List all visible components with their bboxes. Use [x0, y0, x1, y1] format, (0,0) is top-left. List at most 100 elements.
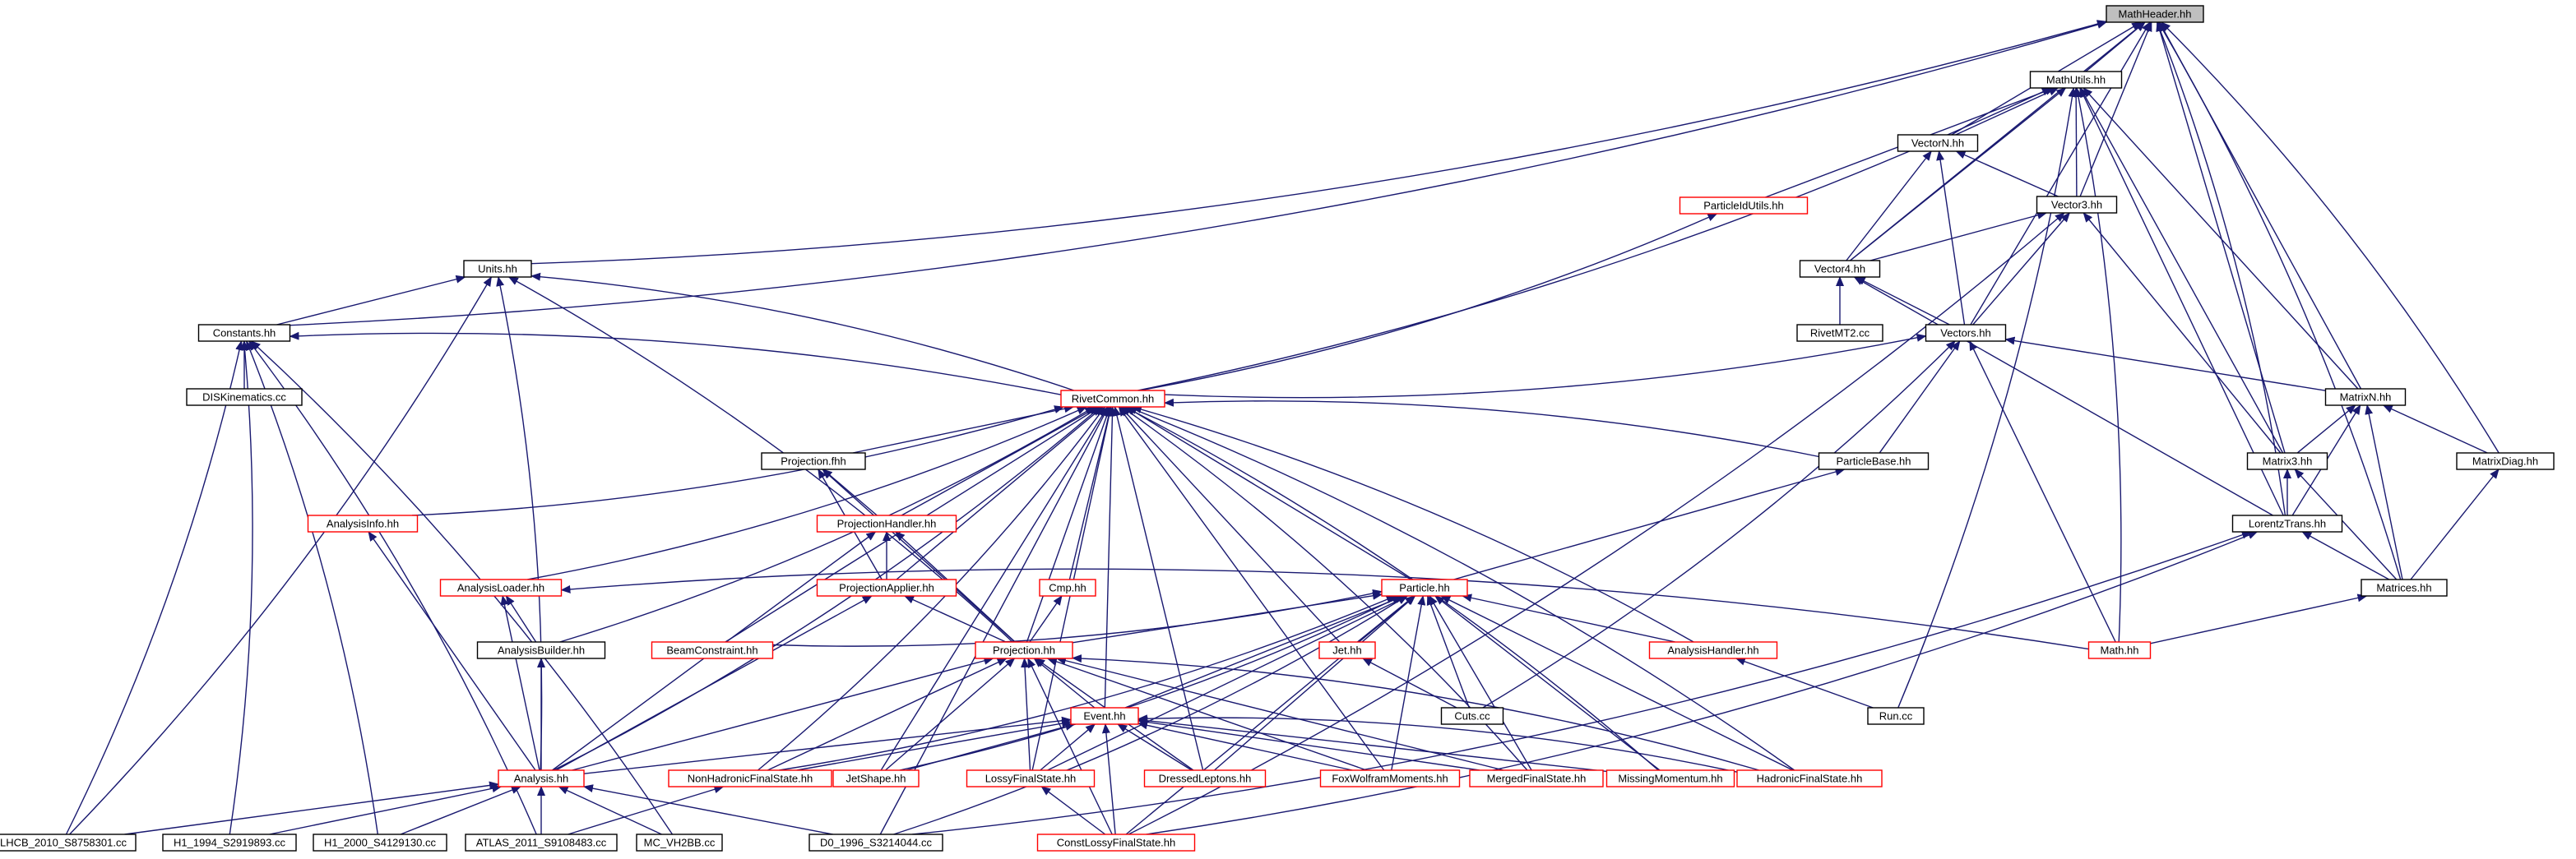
edge-HadronicFinalState-to-Event: [1137, 714, 1738, 773]
node-H1_2000[interactable]: H1_2000_S4129130.cc: [313, 834, 447, 852]
node-MatrixDiag[interactable]: MatrixDiag.hh: [2456, 452, 2555, 470]
edge-Projectionfhh-to-RivetCommon: [852, 404, 1075, 454]
node-H1_1994[interactable]: H1_1994_S2919893.cc: [162, 834, 297, 852]
node-D0[interactable]: D0_1996_S3214044.cc: [808, 834, 943, 852]
node-ParticleBase[interactable]: ParticleBase.hh: [1818, 452, 1930, 470]
node-LHCB[interactable]: LHCB_2010_S8758301.cc: [0, 834, 137, 852]
node-box: [1060, 390, 1165, 408]
node-Projection[interactable]: Projection.hh: [975, 641, 1073, 659]
node-MatrixN[interactable]: MatrixN.hh: [2324, 388, 2407, 406]
node-ProjectionApplier[interactable]: ProjectionApplier.hh: [816, 579, 957, 597]
node-ConstLossy[interactable]: ConstLossyFinalState.hh: [1036, 834, 1196, 852]
node-MathUtils[interactable]: MathUtils.hh: [2029, 71, 2123, 89]
node-box: [2324, 388, 2407, 406]
edge-Math-to-AnalysisLoader: [560, 568, 2089, 650]
edge-Projection-to-Cmp: [1029, 595, 1063, 643]
edge-H1_1994-to-Constants: [229, 340, 253, 835]
node-box: [307, 515, 419, 533]
node-box: [1318, 641, 1376, 659]
node-label: Cuts.cc: [1454, 710, 1490, 723]
node-box: [1736, 769, 1883, 787]
node-Vector3[interactable]: Vector3.hh: [2036, 196, 2118, 214]
node-NonHadronicFinalState[interactable]: NonHadronicFinalState.hh: [668, 769, 832, 787]
node-LorentzTrans[interactable]: LorentzTrans.hh: [2231, 515, 2343, 533]
node-box: [1469, 769, 1604, 787]
node-label: Cmp.hh: [1049, 582, 1086, 594]
node-label: AnalysisLoader.hh: [457, 582, 544, 594]
edge-Analysis-to-AnalysisInfo: [368, 531, 536, 771]
node-Cmp[interactable]: Cmp.hh: [1039, 579, 1096, 597]
node-label: LHCB_2010_S8758301.cc: [0, 837, 127, 849]
node-AnalysisBuilder[interactable]: AnalysisBuilder.hh: [476, 641, 606, 659]
node-Analysis[interactable]: Analysis.hh: [498, 769, 585, 787]
node-label: RivetCommon.hh: [1072, 393, 1154, 405]
node-BeamConstraint[interactable]: BeamConstraint.hh: [651, 641, 774, 659]
edge-Matrix3-to-Vector3: [2083, 212, 2282, 454]
node-MathHeader[interactable]: MathHeader.hh: [2106, 5, 2204, 23]
node-label: Run.cc: [1879, 710, 1913, 723]
node-Math[interactable]: Math.hh: [2087, 641, 2152, 659]
node-box: [1679, 196, 1809, 215]
node-VectorN[interactable]: VectorN.hh: [1897, 134, 1979, 152]
edge-MatrixN-to-Vectors: [2004, 336, 2326, 391]
node-DISKinematics[interactable]: DISKinematics.cc: [186, 388, 303, 406]
node-Jet[interactable]: Jet.hh: [1318, 641, 1376, 659]
node-FoxWolframMoments[interactable]: FoxWolframMoments.hh: [1319, 769, 1461, 787]
node-MergedFinalState[interactable]: MergedFinalState.hh: [1469, 769, 1604, 787]
node-label: MathUtils.hh: [2046, 74, 2106, 86]
node-MC_VH2BB[interactable]: MC_VH2BB.cc: [636, 834, 723, 852]
node-DressedLeptons[interactable]: DressedLeptons.hh: [1143, 769, 1267, 787]
edge-AnalysisBuilder-to-AnalysisLoader: [505, 595, 537, 643]
edge-Matrix3-to-MatrixN: [2296, 404, 2356, 454]
node-Particle[interactable]: Particle.hh: [1381, 579, 1468, 597]
edge-D0-to-LorentzTrans: [912, 530, 2252, 835]
node-MissingMomentum[interactable]: MissingMomentum.hh: [1605, 769, 1735, 787]
node-Units[interactable]: Units.hh: [463, 260, 532, 278]
node-RivetCommon[interactable]: RivetCommon.hh: [1060, 390, 1165, 408]
edge-ConstLossy-to-Projection: [1027, 658, 1113, 835]
node-AnalysisLoader[interactable]: AnalysisLoader.hh: [439, 579, 563, 597]
node-AnalysisInfo[interactable]: AnalysisInfo.hh: [307, 515, 419, 533]
node-ParticleIdUtils[interactable]: ParticleIdUtils.hh: [1679, 196, 1809, 215]
node-ATLAS[interactable]: ATLAS_2011_S9108483.cc: [465, 834, 618, 852]
edge-Math-to-Vectors: [1969, 340, 2116, 643]
node-label: ParticleIdUtils.hh: [1703, 200, 1784, 212]
edge-ConstLossy-to-LossyFinalState: [1040, 786, 1106, 835]
node-Vectors[interactable]: Vectors.hh: [1925, 324, 2007, 342]
node-AnalysisHandler[interactable]: AnalysisHandler.hh: [1648, 641, 1778, 659]
node-label: Vectors.hh: [1940, 327, 1990, 339]
node-box: [975, 641, 1073, 659]
edge-Cuts-to-Vectors: [1482, 340, 1956, 709]
node-label: MissingMomentum.hh: [1618, 773, 1722, 785]
edge-LHCB-to-Analysis: [124, 781, 499, 835]
node-Event[interactable]: Event.hh: [1070, 707, 1139, 725]
node-box: [1796, 324, 1883, 342]
edge-ConstLossy-to-Particle: [1125, 595, 1415, 835]
node-Matrix3[interactable]: Matrix3.hh: [2246, 452, 2328, 470]
node-Matrices[interactable]: Matrices.hh: [2361, 579, 2448, 597]
node-label: H1_1994_S2919893.cc: [174, 837, 285, 849]
node-Projectionfhh[interactable]: Projection.fhh: [761, 452, 866, 470]
edge-H1_2000-to-Analysis: [400, 786, 521, 835]
edge-FoxWolframMoments-to-RivetCommon: [1118, 406, 1385, 771]
node-label: MatrixN.hh: [2340, 391, 2392, 404]
node-label: JetShape.hh: [846, 773, 906, 785]
node-Cuts[interactable]: Cuts.cc: [1440, 707, 1504, 725]
node-Vector4[interactable]: Vector4.hh: [1799, 260, 1881, 278]
edge-MergedFinalState-to-Particle: [1429, 595, 1532, 771]
node-LossyFinalState[interactable]: LossyFinalState.hh: [966, 769, 1096, 787]
node-HadronicFinalState[interactable]: HadronicFinalState.hh: [1736, 769, 1883, 787]
node-JetShape[interactable]: JetShape.hh: [832, 769, 920, 787]
edge-DressedLeptons-to-RivetCommon: [1113, 406, 1204, 771]
edge-Cmp-to-RivetCommon: [1068, 406, 1113, 580]
node-label: DressedLeptons.hh: [1159, 773, 1252, 785]
node-RivetMT2[interactable]: RivetMT2.cc: [1796, 324, 1883, 342]
node-Constants[interactable]: Constants.hh: [197, 324, 291, 342]
node-ProjectionHandler[interactable]: ProjectionHandler.hh: [816, 515, 957, 533]
node-box: [465, 834, 618, 852]
node-box: [1319, 769, 1461, 787]
edge-Matrices-to-MatrixDiag: [2410, 469, 2500, 580]
edge-HadronicFinalState-to-Particle: [1440, 595, 1794, 771]
node-Run[interactable]: Run.cc: [1867, 707, 1925, 725]
